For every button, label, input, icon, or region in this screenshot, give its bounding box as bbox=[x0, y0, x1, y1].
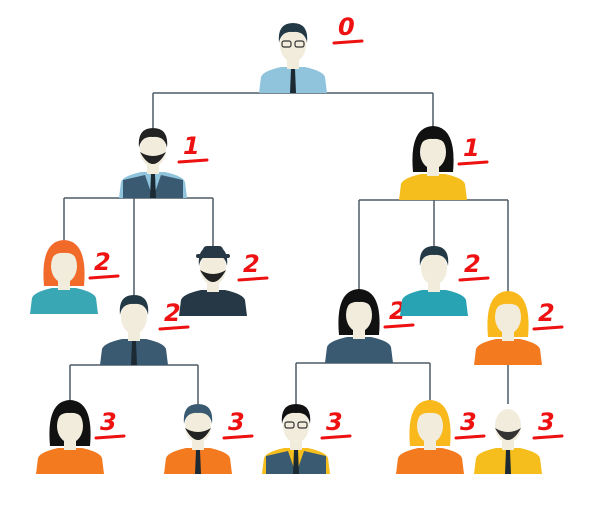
hair-icon bbox=[278, 23, 308, 43]
body-icon bbox=[396, 448, 464, 474]
person-node-l1-left: 1 bbox=[119, 128, 209, 198]
level-label-underline bbox=[383, 323, 415, 329]
hair-icon bbox=[183, 404, 213, 424]
beard-icon bbox=[140, 152, 166, 164]
level-label-underline bbox=[94, 434, 126, 440]
face-icon bbox=[51, 249, 77, 283]
level-label-underline bbox=[458, 276, 490, 282]
face-icon bbox=[421, 251, 447, 285]
tie-icon bbox=[290, 69, 296, 93]
level-label: 3 bbox=[326, 408, 343, 436]
level-label: 2 bbox=[164, 299, 181, 327]
level-label: 1 bbox=[463, 134, 480, 162]
body-icon bbox=[400, 290, 468, 316]
face-icon bbox=[495, 300, 521, 334]
face-icon bbox=[346, 298, 372, 332]
person-node-l2-redhead: 2 bbox=[30, 240, 120, 314]
person-node-l3-bald: 3 bbox=[474, 408, 564, 474]
level-label-underline bbox=[532, 325, 564, 331]
level-label-underline bbox=[457, 160, 489, 166]
hat-icon bbox=[203, 246, 223, 256]
body-icon bbox=[179, 290, 247, 316]
body-icon bbox=[399, 174, 467, 200]
hair-icon bbox=[281, 404, 311, 424]
body-icon bbox=[325, 337, 393, 363]
hair-icon bbox=[55, 404, 85, 424]
tie-icon bbox=[150, 174, 156, 198]
glasses-icon bbox=[284, 421, 295, 429]
tie-icon bbox=[195, 450, 201, 474]
avatar-nodes: 0 1 1 2 2 2 2 2 2 3 3 3 3 3 bbox=[30, 13, 564, 474]
level-label: 3 bbox=[228, 408, 245, 436]
body-icon bbox=[474, 339, 542, 365]
person-node-l2-bun: 2 bbox=[325, 289, 415, 363]
hair-icon bbox=[419, 246, 449, 266]
person-node-l2-suit: 2 bbox=[100, 295, 190, 365]
hair-icon bbox=[119, 295, 149, 315]
tie-icon bbox=[131, 341, 137, 365]
person-node-l3-braids: 3 bbox=[396, 400, 486, 474]
level-label: 1 bbox=[183, 132, 200, 160]
level-label: 2 bbox=[243, 250, 260, 278]
level-label-underline bbox=[454, 434, 486, 440]
glasses-icon bbox=[294, 40, 305, 48]
tie-icon bbox=[505, 450, 511, 474]
person-node-l2-blonde: 2 bbox=[474, 291, 564, 365]
person-node-l3-bob: 3 bbox=[36, 400, 126, 474]
level-label-underline bbox=[320, 434, 352, 440]
person-node-root: 0 bbox=[259, 13, 364, 93]
level-label-underline bbox=[532, 434, 564, 440]
hair-icon bbox=[418, 130, 448, 150]
person-node-l3-glasses: 3 bbox=[262, 404, 352, 474]
tie-icon bbox=[293, 450, 299, 474]
level-label-underline bbox=[237, 276, 269, 282]
vest-icon bbox=[123, 175, 183, 198]
hair-icon bbox=[415, 404, 445, 424]
level-label: 2 bbox=[464, 250, 481, 278]
level-label: 3 bbox=[460, 408, 477, 436]
body-icon bbox=[30, 288, 98, 314]
glasses-icon bbox=[297, 421, 308, 429]
face-icon bbox=[57, 409, 83, 443]
face-icon bbox=[280, 28, 306, 62]
glasses-icon bbox=[281, 40, 292, 48]
hair-icon bbox=[344, 293, 374, 313]
level-label-underline bbox=[177, 158, 209, 164]
level-label: 3 bbox=[100, 408, 117, 436]
person-node-l2-hat: 2 bbox=[179, 246, 269, 316]
hat-brim-icon bbox=[196, 254, 230, 258]
connector-lines bbox=[63, 92, 509, 404]
face-icon bbox=[417, 409, 443, 443]
hair-icon bbox=[493, 295, 523, 315]
person-node-l3-beard: 3 bbox=[164, 404, 254, 474]
face-icon bbox=[420, 135, 446, 169]
level-label-underline bbox=[332, 39, 364, 45]
level-label-underline bbox=[158, 325, 190, 331]
vest-icon bbox=[266, 451, 326, 474]
level-label: 0 bbox=[338, 13, 355, 41]
level-label-underline bbox=[88, 274, 120, 280]
hair-icon bbox=[138, 128, 168, 148]
hair-icon bbox=[49, 244, 79, 264]
beard-icon bbox=[185, 428, 211, 440]
level-label: 3 bbox=[538, 408, 555, 436]
person-node-l2-teal: 2 bbox=[400, 246, 490, 316]
level-label-underline bbox=[222, 434, 254, 440]
beard-icon bbox=[200, 270, 226, 282]
person-node-l1-right: 1 bbox=[399, 126, 489, 200]
face-icon bbox=[283, 409, 309, 443]
body-icon bbox=[36, 448, 104, 474]
face-icon bbox=[121, 300, 147, 334]
level-label: 2 bbox=[94, 248, 111, 276]
level-label: 2 bbox=[538, 299, 555, 327]
beard-icon bbox=[495, 428, 521, 440]
